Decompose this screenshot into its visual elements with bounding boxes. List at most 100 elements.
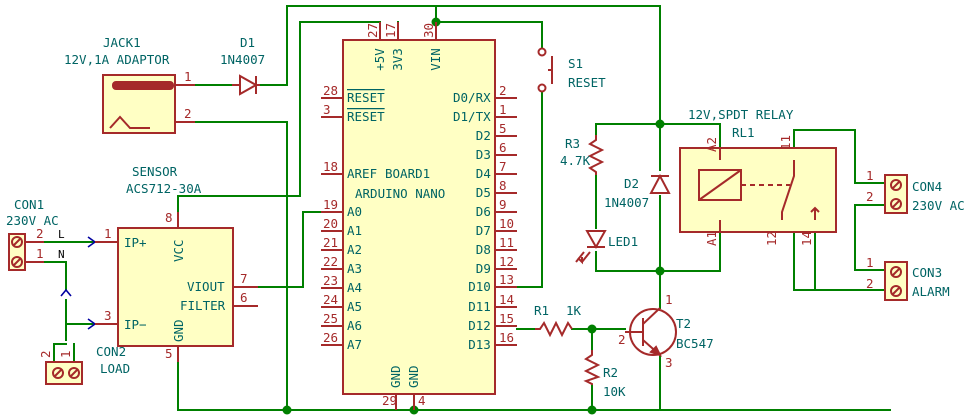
board1-left-pin-name-23: A4	[347, 280, 362, 295]
board1-right-pin-name-2: D0/RX	[453, 90, 491, 105]
con1: CON1 230V AC 2 1 L N	[6, 197, 97, 330]
t2-pin-e: 3	[665, 355, 673, 370]
r1-value: 1K	[566, 303, 582, 318]
board1-right-pin-1: 1	[499, 102, 507, 117]
jack1: JACK1 12V,1A ADAPTOR 1 2	[64, 35, 195, 134]
board1-right-pin-name-11: D8	[476, 242, 491, 257]
r2-ref: R2	[603, 365, 618, 380]
t2-pin-c: 1	[665, 292, 673, 307]
con3: 1 2 CON3 ALARM	[866, 255, 950, 301]
board1-right-pin-6: 6	[499, 140, 507, 155]
d2: D2 1N4007	[604, 173, 671, 210]
board1-value: ARDUINO NANO	[355, 186, 445, 201]
r3-ref: R3	[565, 136, 580, 151]
con2-value: LOAD	[100, 361, 130, 376]
junctions	[282, 17, 665, 415]
board1-top-pin-name-17: 3V3	[390, 48, 405, 71]
t2-value: BC547	[676, 336, 714, 351]
board1-left-pin-26: 26	[323, 330, 338, 345]
board1-right-pin-7: 7	[499, 159, 507, 174]
d2-ref: D2	[624, 176, 639, 191]
rl1-ref: RL1	[732, 125, 755, 140]
board1-left-pin-name-28: RESET	[347, 90, 385, 105]
board1-top-pin-30: 30	[421, 23, 436, 38]
d1-value: 1N4007	[220, 52, 265, 67]
con1-pin1: 1	[36, 246, 44, 261]
board1-right-pin-15: 15	[499, 311, 514, 326]
sensor-pin-viout-name: VIOUT	[187, 279, 225, 294]
board1-top-pin-17: 17	[383, 23, 398, 38]
board1-left-pin-name-20: A1	[347, 223, 362, 238]
con1-pin2: 2	[36, 226, 44, 241]
con2-pin1: 1	[58, 350, 73, 358]
con1-value: 230V AC	[6, 213, 59, 228]
board1-right-pin-name-9: D6	[476, 204, 491, 219]
con2-ref: CON2	[96, 344, 126, 359]
sensor-pin-filter-name: FILTER	[180, 298, 226, 313]
board1-right-pin-name-13: D10	[468, 279, 491, 294]
board1-left-pin-name-19: A0	[347, 204, 362, 219]
con3-pin2: 2	[866, 276, 874, 291]
board1-left-pin-24: 24	[323, 292, 338, 307]
board1-left-pin-18: 18	[323, 159, 338, 174]
board1-left-pin-name-18: AREF	[347, 166, 377, 181]
board1-right-pin-12: 12	[499, 254, 514, 269]
d2-value: 1N4007	[604, 195, 649, 210]
jack1-pin1: 1	[184, 69, 192, 84]
board1-right-pin-name-16: D13	[468, 337, 491, 352]
board1-right-pin-name-8: D5	[476, 185, 491, 200]
s1-ref: S1	[568, 56, 583, 71]
sensor-pin-ipm-name: IP−	[124, 317, 147, 332]
t2-transistor: T2 BC547 1 2 3	[618, 292, 714, 370]
r2-value: 10K	[603, 384, 626, 399]
con1-ref: CON1	[14, 197, 44, 212]
rl1-pin-11: 11	[778, 135, 793, 150]
sensor-pin-gnd-num: 5	[165, 346, 173, 361]
board1-left-pin-25: 25	[323, 311, 338, 326]
r2: R2 10K	[583, 350, 626, 399]
board1-right-pin-name-7: D4	[476, 166, 491, 181]
board1-bottom-pin-4: 4	[418, 393, 426, 408]
sensor-pin-filter-num: 6	[240, 290, 248, 305]
board1-right-pin-5: 5	[499, 121, 507, 136]
board1-left-pin-name-3: RESET	[347, 109, 385, 124]
board1-left-pin-19: 19	[323, 197, 338, 212]
board1-left-pin-name-25: A6	[347, 318, 362, 333]
sensor-ref: SENSOR	[132, 164, 178, 179]
con4-value: 230V AC	[912, 198, 965, 213]
rl1-pin-a1: A1	[704, 231, 719, 246]
led1-ref: LED1	[608, 234, 638, 249]
net-label-n: N	[58, 248, 65, 261]
board1-left-pin-28: 28	[323, 83, 338, 98]
jack1-ref: JACK1	[103, 35, 141, 50]
r1-ref: R1	[534, 303, 549, 318]
board1-right-pin-name-5: D2	[476, 128, 491, 143]
rl1-pin-a2: A2	[704, 137, 719, 152]
board1-right-pin-13: 13	[499, 272, 514, 287]
sensor-acs712: SENSOR ACS712-30A 8 1 3 7 6 5 IP+ IP− VI…	[95, 164, 258, 362]
board1-top-pin-name-30: VIN	[428, 48, 443, 71]
board1-bottom-pin-name-29: GND	[388, 365, 403, 388]
board1-right-pin-10: 10	[499, 216, 514, 231]
board1-ref: BOARD1	[385, 166, 430, 181]
sensor-pin-viout-num: 7	[240, 271, 248, 286]
jack1-pin2: 2	[184, 106, 192, 121]
board1-right-pin-16: 16	[499, 330, 514, 345]
board1-left-pin-23: 23	[323, 273, 338, 288]
board1-right-pin-9: 9	[499, 197, 507, 212]
con2-pin2: 2	[38, 350, 53, 358]
t2-pin-b: 2	[618, 332, 626, 347]
rl1-pin-14: 14	[799, 231, 814, 246]
sensor-value: ACS712-30A	[126, 181, 202, 196]
board1-right-pin-2: 2	[499, 83, 507, 98]
r1: R1 1K	[534, 303, 582, 338]
board1-left-pin-name-21: A2	[347, 242, 362, 257]
board1-left-pin-3: 3	[323, 102, 331, 117]
sensor-pin-vcc-name: VCC	[171, 239, 186, 262]
board1-right-pin-name-10: D7	[476, 223, 491, 238]
s1-value: RESET	[568, 75, 606, 90]
jack1-value: 12V,1A ADAPTOR	[64, 52, 170, 67]
sensor-pin-vcc-num: 8	[165, 210, 173, 225]
con4-ref: CON4	[912, 179, 942, 194]
